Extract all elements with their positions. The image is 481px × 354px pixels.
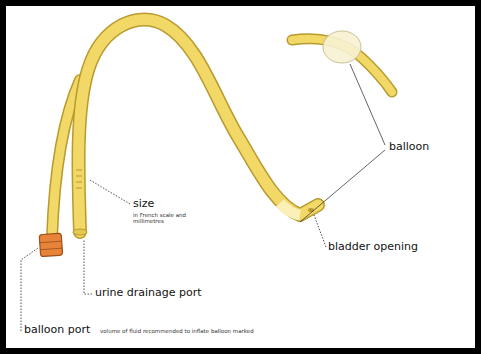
bladder-opening-hole <box>308 208 314 212</box>
drainage-port-mouth <box>73 229 87 235</box>
size-markings <box>76 170 82 188</box>
part-label: balloon port <box>24 324 90 336</box>
catheter-tube <box>78 19 318 232</box>
part-label: balloon <box>389 141 429 153</box>
part-label: urine drainage port <box>95 287 202 299</box>
drainage-port-leader <box>84 240 92 294</box>
deflated-balloon <box>280 203 300 215</box>
balloon-port-leader <box>21 248 38 331</box>
catheter-tube-outline <box>78 19 318 232</box>
part-label: size <box>133 198 154 210</box>
balloon-port-cap <box>39 233 62 256</box>
note-text: volume of fluid recommended to inflate b… <box>100 328 254 334</box>
note-text: in French scale and millimetres <box>133 212 195 225</box>
white-panel <box>6 6 475 348</box>
inflated-balloon <box>323 31 361 63</box>
bladder-opening-leader <box>314 215 326 247</box>
part-label: bladder opening <box>328 241 418 253</box>
balloon-leader <box>300 64 385 222</box>
size-leader <box>90 180 130 204</box>
